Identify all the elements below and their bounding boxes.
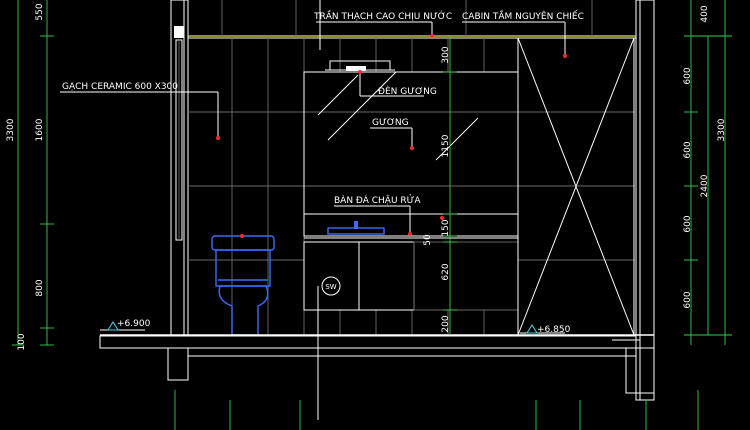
label-counter: BÀN ĐÁ CHẬU RỬA — [334, 194, 421, 206]
level-mark-right: +6.850 — [520, 324, 571, 335]
dim-center-1150: 1150 — [441, 134, 451, 157]
center-dimensions: 300 1150 50 150 620 200 — [423, 36, 457, 335]
left-wall — [170, 0, 189, 336]
bottom-dimensions — [174, 390, 699, 430]
right-wall — [635, 0, 655, 401]
label-cabin: CABIN TẮM NGUYÊN CHIẾC — [462, 9, 584, 22]
label-ceiling: TRẦN THẠCH CAO CHỊU NƯỚC — [313, 9, 452, 22]
tile-grid — [187, 36, 636, 335]
mirror-light — [325, 60, 395, 71]
dim-center-200: 200 — [441, 315, 451, 332]
floor-slab — [99, 334, 655, 394]
dim-left-total: 3300 — [6, 118, 16, 141]
switch: SW — [317, 276, 341, 420]
label-mirror-light: ĐÈN GƯƠNG — [378, 85, 437, 97]
dim-right-600d: 600 — [683, 291, 693, 308]
dim-left-100: 100 — [17, 333, 27, 350]
label-mirror: GƯƠNG — [372, 118, 409, 128]
top-leaders — [221, 0, 593, 50]
dim-right-600c: 600 — [683, 215, 693, 232]
dim-left-800: 800 — [35, 279, 45, 296]
dim-right-600b: 600 — [683, 141, 693, 158]
left-dimensions: 550 1600 800 100 3300 — [6, 0, 54, 351]
dim-left-550: 550 — [35, 3, 45, 20]
dim-right-400: 400 — [700, 5, 710, 22]
dim-right-total: 3300 — [717, 118, 727, 141]
vanity-cabinet — [303, 241, 519, 311]
right-dimensions: 400 600 600 600 600 2400 3300 — [683, 0, 732, 345]
dim-left-1600: 1600 — [35, 118, 45, 141]
dim-center-150: 150 — [441, 219, 451, 236]
dim-center-50: 50 — [423, 234, 433, 246]
level-left-text: +6.900 — [117, 319, 151, 329]
level-right-text: +6.850 — [537, 325, 571, 335]
dim-right-2400: 2400 — [700, 174, 710, 197]
annotation-leaders — [60, 21, 567, 238]
dim-center-300: 300 — [441, 46, 451, 63]
toilet — [211, 235, 275, 336]
dim-right-600a: 600 — [683, 67, 693, 84]
switch-label: SW — [325, 283, 336, 291]
shower-cabin — [517, 37, 635, 336]
dim-center-620: 620 — [441, 263, 451, 280]
label-ceramic: GẠCH CERAMIC 600 X300 — [62, 82, 178, 92]
level-mark-left: +6.900 — [100, 319, 151, 331]
